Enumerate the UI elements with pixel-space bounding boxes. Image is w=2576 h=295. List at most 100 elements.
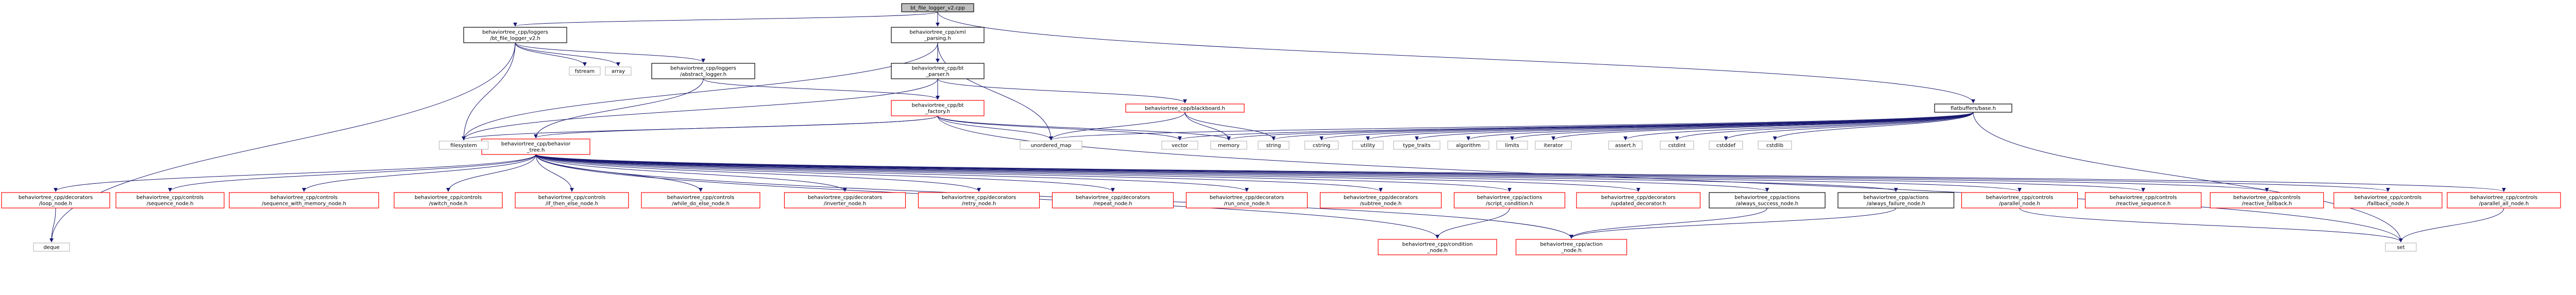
node-abstract-logger[interactable]: behaviortree_cpp/loggers/abstract_logger… xyxy=(651,63,755,79)
edge-loop_node-to-deque xyxy=(49,207,56,242)
node-box xyxy=(1535,141,1572,150)
node-memory[interactable]: memory xyxy=(1210,141,1247,150)
node-behavior-tree[interactable]: behaviortree_cpp/behavior_tree.h xyxy=(481,138,590,155)
node-fallback-node[interactable]: behaviortree_cpp/controls/fallback_node.… xyxy=(2333,192,2443,209)
node-type-traits[interactable]: type_traits xyxy=(1393,141,1440,150)
node-cstdint[interactable]: cstdint xyxy=(1659,141,1694,150)
node-set[interactable]: set xyxy=(2385,242,2417,252)
node-box xyxy=(784,192,906,209)
node-bt-factory[interactable]: behaviortree_cpp/bt_factory.h xyxy=(891,100,985,116)
node-box xyxy=(1052,192,1174,209)
node-run-once-node[interactable]: behaviortree_cpp/decorators/run_once_nod… xyxy=(1185,192,1308,209)
node-label: _parsing.h xyxy=(924,36,951,42)
node-label: utility xyxy=(1361,143,1376,149)
node-xml-parsing[interactable]: behaviortree_cpp/xml_parsing.h xyxy=(891,27,985,43)
node-cstdlib[interactable]: cstdlib xyxy=(1757,141,1792,150)
node-script-condition[interactable]: behaviortree_cpp/actions/script_conditio… xyxy=(1453,192,1566,209)
node-label: limits xyxy=(1505,143,1519,149)
edge-script_condition-to-condition_node xyxy=(1435,207,1510,239)
node-updated-decorator[interactable]: behaviortree_cpp/decorators/updated_deco… xyxy=(1576,192,1701,209)
node-subtree-node[interactable]: behaviortree_cpp/decorators/subtree_node… xyxy=(1319,192,1442,209)
node-if-then-else-node[interactable]: behaviortree_cpp/controls/if_then_else_n… xyxy=(515,192,629,209)
node-label: flatbuffers/base.h xyxy=(1951,106,1996,112)
node-repeat-node[interactable]: behaviortree_cpp/decorators/repeat_node.… xyxy=(1052,192,1174,209)
node-label: _parser.h xyxy=(925,72,950,78)
node-sequence-node[interactable]: behaviortree_cpp/controls/sequence_node.… xyxy=(115,192,225,209)
edge-root-to-bt_file_logger_v2 xyxy=(513,11,938,27)
node-cstddef[interactable]: cstddef xyxy=(1708,141,1743,150)
node-box xyxy=(33,242,70,252)
node-loop-node[interactable]: behaviortree_cpp/decorators/loop_node.h xyxy=(1,192,110,209)
edge-behavior_tree-to-fallback_node xyxy=(535,154,2390,192)
node-label: behaviortree_cpp/controls xyxy=(2470,195,2537,201)
node-box xyxy=(1757,141,1792,150)
edge-abstract_logger-to-behavior_tree xyxy=(534,78,704,138)
node-deque[interactable]: deque xyxy=(33,242,70,252)
node-reactive-fallback[interactable]: behaviortree_cpp/controls/reactive_fallb… xyxy=(2210,192,2324,209)
node-box xyxy=(891,27,985,43)
node-reactive-sequence[interactable]: behaviortree_cpp/controls/reactive_seque… xyxy=(2084,192,2202,209)
node-cstring[interactable]: cstring xyxy=(1304,141,1339,150)
node-label: _node.h xyxy=(1561,248,1581,254)
node-utility[interactable]: utility xyxy=(1352,141,1384,150)
edge-bt_parser-to-filesystem xyxy=(462,78,938,141)
node-box xyxy=(1393,141,1440,150)
edge-flatbuffers_base-to-set xyxy=(1973,112,2403,242)
node-vector[interactable]: vector xyxy=(1161,141,1198,150)
edge-blackboard-to-string xyxy=(1184,112,1276,141)
node-bt-parser[interactable]: behaviortree_cpp/bt_parser.h xyxy=(891,63,985,79)
node-assert[interactable]: assert.h xyxy=(1608,141,1643,150)
edge-behavior_tree-to-inverter_node xyxy=(535,154,847,192)
node-label: /sequence_with_memory_node.h xyxy=(262,201,346,207)
node-parallel-all-node[interactable]: behaviortree_cpp/controls/parallel_all_n… xyxy=(2447,192,2561,209)
edge-bt_factory-to-unordered_map xyxy=(937,115,1053,141)
node-bt-file-logger-v2[interactable]: behaviortree_cpp/loggers/bt_file_logger_… xyxy=(463,27,567,43)
edge-bt_factory-to-filesystem xyxy=(462,115,938,141)
node-switch-node[interactable]: behaviortree_cpp/controls/switch_node.h xyxy=(394,192,503,209)
node-label: cstdlib xyxy=(1767,143,1784,149)
node-always-failure-node[interactable]: behaviortree_cpp/actions/always_failure_… xyxy=(1837,192,1955,209)
node-box xyxy=(1125,103,1245,113)
edge-behavior_tree-to-if_then_else_node xyxy=(535,154,574,192)
node-flatbuffers-base[interactable]: flatbuffers/base.h xyxy=(1934,103,2012,113)
node-fstream[interactable]: fstream xyxy=(569,66,601,76)
node-limits[interactable]: limits xyxy=(1496,141,1528,150)
edge-behavior_tree-to-script_condition xyxy=(535,154,1512,192)
node-label: /if_then_else_node.h xyxy=(546,201,598,207)
node-string[interactable]: string xyxy=(1258,141,1290,150)
node-box xyxy=(1576,192,1701,209)
node-box xyxy=(605,66,632,76)
node-condition-node[interactable]: behaviortree_cpp/condition_node.h xyxy=(1378,239,1497,255)
node-box xyxy=(394,192,503,209)
node-iterator[interactable]: iterator xyxy=(1535,141,1572,150)
node-root[interactable]: bt_file_logger_v2.cpp xyxy=(901,3,974,12)
node-label: behaviortree_cpp/controls xyxy=(415,195,482,201)
node-unordered-map[interactable]: unordered_map xyxy=(1020,141,1082,150)
node-label: cstddef xyxy=(1717,143,1736,149)
node-inverter-node[interactable]: behaviortree_cpp/decorators/inverter_nod… xyxy=(784,192,906,209)
node-box xyxy=(1934,103,2012,113)
node-action-node[interactable]: behaviortree_cpp/action_node.h xyxy=(1515,239,1628,255)
edge-bt_factory-to-memory xyxy=(937,115,1231,141)
node-array[interactable]: array xyxy=(605,66,632,76)
node-label: /updated_decorator.h xyxy=(1611,201,1666,207)
node-retry-node[interactable]: behaviortree_cpp/decorators/retry_node.h xyxy=(918,192,1040,209)
node-box xyxy=(1515,239,1628,255)
node-label: /fallback_node.h xyxy=(2367,201,2409,207)
edge-bt_factory-to-vector xyxy=(937,115,1182,141)
node-box xyxy=(438,141,489,150)
edge-behavior_tree-to-parallel_node xyxy=(535,154,2022,192)
node-box xyxy=(891,100,985,116)
node-blackboard[interactable]: behaviortree_cpp/blackboard.h xyxy=(1125,103,1245,113)
node-always-success-node[interactable]: behaviortree_cpp/actions/always_success_… xyxy=(1708,192,1826,209)
edge-flatbuffers_base-to-vector xyxy=(1178,112,1974,141)
node-label: filesystem xyxy=(450,143,477,149)
node-box xyxy=(1608,141,1643,150)
node-sequence-with-memory-node[interactable]: behaviortree_cpp/controls/sequence_with_… xyxy=(229,192,379,209)
node-label: assert.h xyxy=(1615,143,1636,149)
node-box xyxy=(1352,141,1384,150)
node-while-do-else-node[interactable]: behaviortree_cpp/controls/while_do_else_… xyxy=(641,192,760,209)
node-filesystem[interactable]: filesystem xyxy=(438,141,489,150)
node-algorithm[interactable]: algorithm xyxy=(1447,141,1489,150)
node-parallel-node[interactable]: behaviortree_cpp/controls/parallel_node.… xyxy=(1961,192,2078,209)
